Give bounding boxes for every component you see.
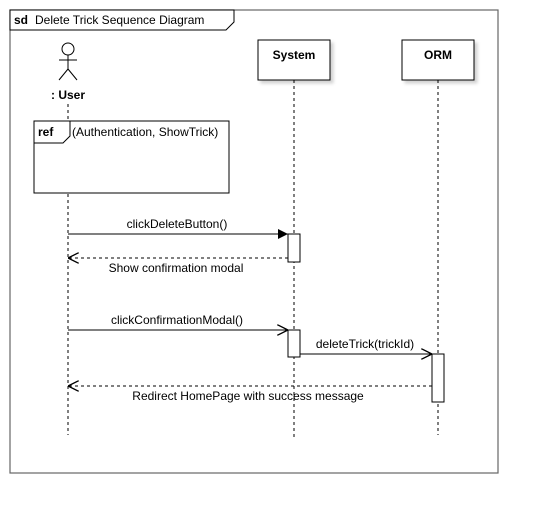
participant-system[interactable]: System (257, 39, 331, 81)
message-delete-trick-label: deleteTrick(trickId) (316, 337, 414, 351)
message-redirect-homepage[interactable]: Redirect HomePage with success message (68, 386, 432, 403)
participant-orm[interactable]: ORM (401, 39, 475, 81)
message-click-delete-button[interactable]: clickDeleteButton() (68, 217, 288, 239)
message-show-confirmation-modal-label: Show confirmation modal (109, 261, 244, 275)
message-redirect-homepage-label: Redirect HomePage with success message (132, 389, 364, 403)
frame-title-tab (9, 9, 235, 31)
ref-keyword: ref (38, 125, 54, 139)
message-click-confirmation-modal[interactable]: clickConfirmationModal() (68, 313, 288, 330)
message-click-delete-button-label: clickDeleteButton() (127, 217, 228, 231)
diagram-frame (9, 9, 499, 474)
frame-keyword: sd (14, 13, 28, 27)
activation-orm (431, 353, 445, 403)
actor-user-label: : User (51, 88, 85, 102)
message-click-confirmation-modal-label: clickConfirmationModal() (111, 313, 243, 327)
ref-keyword-tab (33, 120, 71, 144)
ref-text: (Authentication, ShowTrick) (72, 125, 218, 139)
participant-orm-label: ORM (424, 48, 452, 62)
participant-system-label: System (273, 48, 316, 62)
message-show-confirmation-modal[interactable]: Show confirmation modal (68, 258, 288, 275)
message-delete-trick[interactable]: deleteTrick(trickId) (300, 337, 432, 354)
frame-title: Delete Trick Sequence Diagram (35, 13, 204, 27)
stick-figure-icon (58, 42, 78, 81)
ref-fragment[interactable]: ref (Authentication, ShowTrick) (33, 120, 230, 194)
activation-system-2 (287, 329, 301, 358)
actor-user[interactable]: : User (51, 42, 85, 102)
activation-system-1 (287, 233, 301, 263)
